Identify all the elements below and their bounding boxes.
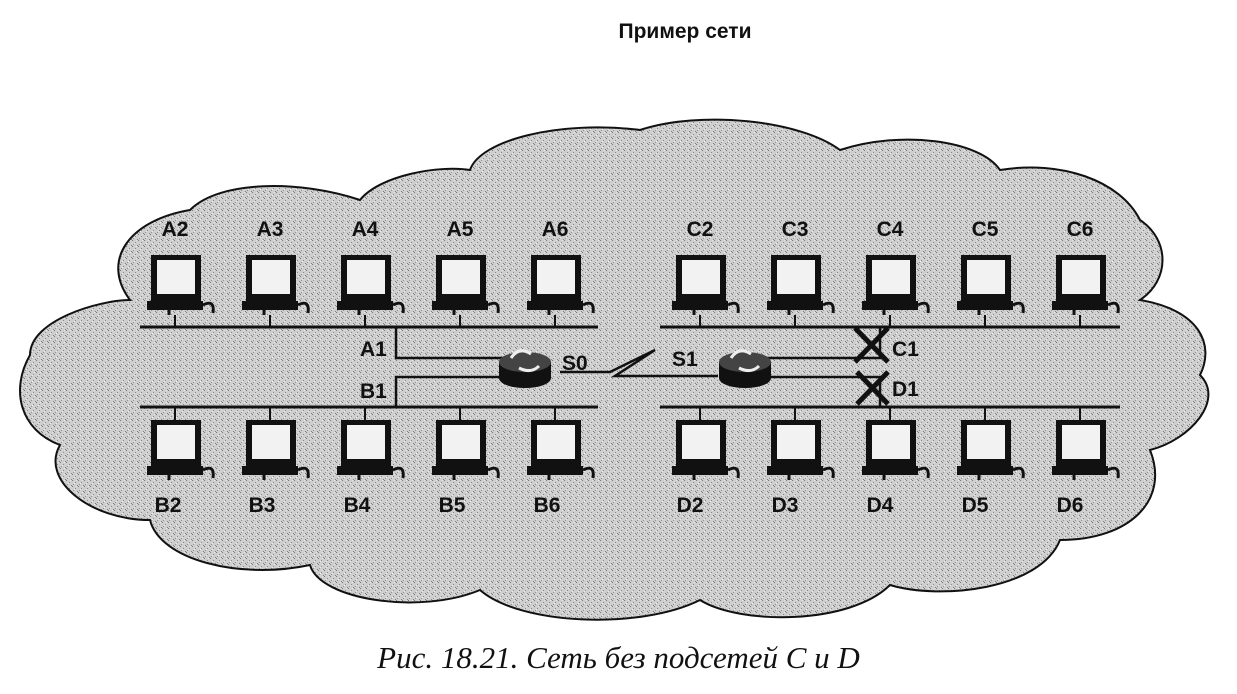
- x-mark-icon: [855, 370, 890, 406]
- interface-label-c1: C1: [892, 338, 919, 361]
- host-c6: C6: [1050, 218, 1120, 327]
- host-c4: C4: [860, 218, 930, 327]
- host-d3: D3: [765, 407, 835, 517]
- host-label: D5: [962, 494, 989, 517]
- interface-label-s1: S1: [672, 348, 698, 371]
- host-label: D6: [1057, 494, 1084, 517]
- host-d5: D5: [955, 407, 1025, 517]
- host-c3: C3: [765, 218, 835, 327]
- page-title: Пример сети: [618, 20, 752, 43]
- host-label: B4: [344, 494, 371, 517]
- host-label: C2: [687, 218, 714, 241]
- host-label: C3: [782, 218, 809, 241]
- host-a5: A5: [430, 218, 500, 327]
- host-label: A4: [352, 218, 379, 241]
- router-icon: [717, 349, 773, 390]
- host-a2: A2: [145, 218, 215, 327]
- interface-label-a1: A1: [360, 338, 387, 361]
- host-a4: A4: [335, 218, 405, 327]
- host-b6: B6: [525, 407, 595, 517]
- host-label: A2: [162, 218, 189, 241]
- router-icon: [497, 349, 553, 390]
- host-c5: C5: [955, 218, 1025, 327]
- link-a1: [394, 327, 505, 360]
- network-diagram: A2 A3 A4 A5 A6 C2 C3 C4 C5 C6 B2 B3 B4 B…: [19, 118, 1210, 621]
- host-label: C5: [972, 218, 999, 241]
- host-label: A6: [542, 218, 569, 241]
- host-label: A3: [257, 218, 284, 241]
- host-d2: D2: [670, 407, 740, 517]
- host-b5: B5: [430, 407, 500, 517]
- interface-label-b1: B1: [360, 380, 387, 403]
- host-label: B3: [249, 494, 276, 517]
- host-b2: B2: [145, 407, 215, 517]
- host-label: D3: [772, 494, 799, 517]
- interface-label-s0: S0: [562, 352, 588, 375]
- host-label: D4: [867, 494, 894, 517]
- host-a3: A3: [240, 218, 310, 327]
- host-label: C4: [877, 218, 904, 241]
- host-label: A5: [447, 218, 474, 241]
- host-label: D2: [677, 494, 704, 517]
- host-label: C6: [1067, 218, 1094, 241]
- host-label: B6: [534, 494, 561, 517]
- host-label: B5: [439, 494, 466, 517]
- serial-link-icon: [560, 348, 718, 378]
- figure-caption: Рис. 18.21. Сеть без подсетей C и D: [377, 640, 860, 675]
- host-b4: B4: [335, 407, 405, 517]
- link-b1: [394, 375, 505, 407]
- host-d4: D4: [860, 407, 930, 517]
- host-a6: A6: [525, 218, 595, 327]
- host-c2: C2: [670, 218, 740, 327]
- interface-label-d1: D1: [892, 378, 919, 401]
- host-d6: D6: [1050, 407, 1120, 517]
- x-mark-icon: [853, 326, 890, 364]
- host-b3: B3: [240, 407, 310, 517]
- host-label: B2: [155, 494, 182, 517]
